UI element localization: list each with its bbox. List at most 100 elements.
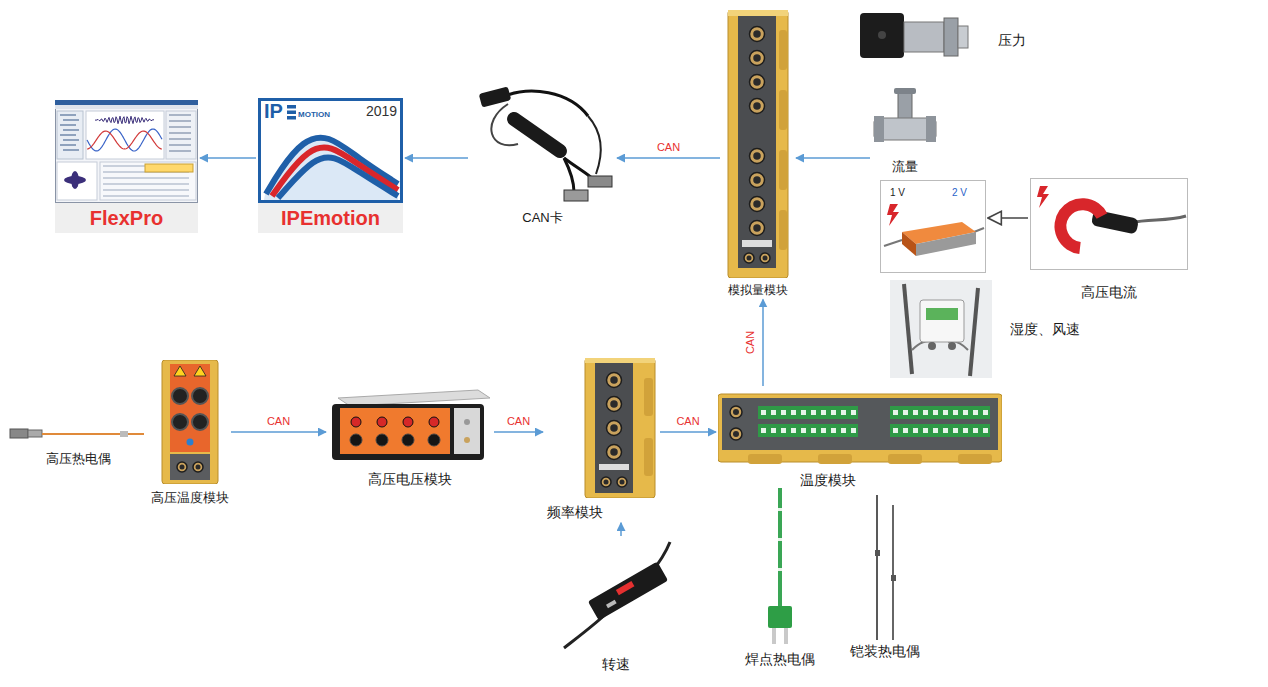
illustration-circle [750, 149, 765, 164]
illustration-rect [893, 410, 898, 415]
illustration-circle [750, 197, 765, 212]
illustration-circle [753, 176, 761, 184]
device-illustration [718, 388, 1002, 468]
illustration-circle [760, 253, 770, 263]
illustration-circle [750, 221, 765, 236]
device-illustration [760, 488, 800, 648]
illustration-rect [56, 101, 198, 203]
illustration-rect [860, 13, 904, 58]
illustration-rect [888, 454, 922, 464]
illustration-rect [169, 144, 191, 146]
device-node: 模拟量模块 [722, 10, 794, 297]
illustration-rect [103, 183, 189, 185]
illustration-rect [728, 10, 788, 16]
illustration-rect [881, 181, 986, 273]
illustration-rect [616, 581, 635, 595]
illustration-rect [728, 10, 788, 278]
illustration-rect [791, 428, 796, 433]
illustration-rect [332, 404, 484, 460]
signal-arrow [988, 217, 1028, 219]
illustration-rect [644, 378, 653, 416]
illustration-circle [610, 448, 618, 456]
illustration-circle [753, 224, 761, 232]
illustration-rect [851, 410, 856, 415]
illustration-rect [287, 111, 296, 115]
illustration-rect [169, 150, 191, 152]
illustration-rect [841, 428, 846, 433]
illustration-rect [973, 428, 978, 433]
device-illustration [328, 388, 492, 463]
illustration-rect [778, 508, 782, 511]
illustration-circle [377, 417, 387, 427]
illustration-rect [63, 149, 79, 151]
device-node: 压力 [858, 8, 1026, 73]
device-illustration [890, 280, 992, 378]
illustration-circle [193, 462, 203, 472]
illustration-rect [926, 116, 936, 142]
illustration-rect [890, 406, 990, 419]
illustration-circle [610, 424, 618, 432]
illustration-path [588, 116, 601, 174]
illustration-rect [893, 428, 898, 433]
illustration-rect [103, 189, 189, 191]
illustration-circle [187, 439, 194, 446]
illustration-rect [100, 162, 196, 200]
illustration-circle [610, 400, 618, 408]
device-caption: 铠装热电偶 [850, 643, 920, 660]
illustration-circle [464, 437, 470, 443]
connector-label: CAN [507, 416, 530, 427]
illustration-circle [607, 421, 622, 436]
illustration-rect [145, 164, 193, 172]
illustration-rect [801, 410, 806, 415]
illustration-rect [771, 410, 776, 415]
device-caption: IPEmotion [258, 203, 403, 233]
device-caption: 1 V [890, 187, 905, 199]
illustration-path [42, 433, 144, 435]
illustration-circle [402, 434, 414, 446]
illustration-rect [748, 454, 782, 464]
illustration-path [95, 116, 154, 124]
illustration-rect [60, 114, 76, 116]
illustration-rect [170, 454, 210, 480]
illustration-path [278, 157, 398, 198]
illustration-rect [55, 100, 198, 105]
illustration-rect [718, 394, 1002, 462]
device-caption: 2 V [952, 187, 967, 199]
illustration-rect [479, 86, 512, 107]
illustration-polygon [338, 390, 490, 406]
illustration-rect [811, 410, 816, 415]
illustration-rect [768, 606, 792, 628]
illustration-rect [923, 410, 928, 415]
can-connector [762, 299, 764, 386]
illustration-rect [791, 410, 796, 415]
illustration-rect [958, 26, 968, 48]
illustration-rect [1031, 179, 1188, 270]
illustration-circle [617, 477, 627, 487]
illustration-rect [953, 428, 958, 433]
illustration-rect [779, 90, 787, 130]
illustration-path [892, 505, 894, 640]
illustration-rect [953, 410, 958, 415]
illustration-circle [350, 434, 362, 446]
illustration-circle [607, 445, 622, 460]
illustration-circle [601, 477, 611, 487]
illustration-circle [607, 397, 622, 412]
illustration-rect [585, 358, 655, 498]
illustration-rect [57, 162, 97, 200]
illustration-rect [166, 111, 196, 159]
illustration-rect [585, 358, 655, 363]
illustration-path [970, 288, 978, 376]
illustration-rect [831, 428, 836, 433]
device-illustration [1030, 178, 1188, 270]
device-node: 高压温度模块 [151, 360, 229, 506]
illustration-path [564, 158, 574, 192]
illustration-rect [779, 30, 787, 70]
device-illustration [8, 420, 148, 448]
illustration-rect [63, 139, 79, 141]
illustration-rect [784, 628, 788, 644]
device-node: 高压热电偶 [8, 420, 148, 467]
illustration-circle [753, 78, 761, 86]
illustration-rect [898, 90, 912, 120]
illustration-rect [772, 628, 776, 644]
illustration-circle [948, 342, 956, 350]
